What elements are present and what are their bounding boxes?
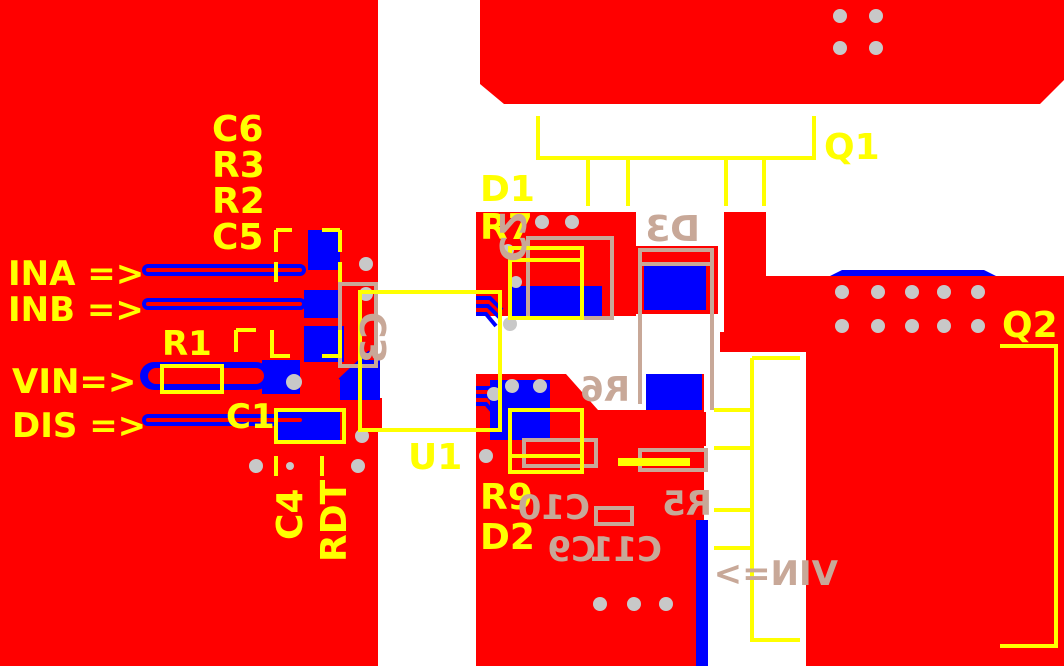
- label-rdt: RDT: [314, 479, 355, 562]
- c9-bottom-outline: [522, 438, 598, 468]
- via: [286, 462, 294, 470]
- label-c11: C11: [590, 530, 662, 570]
- via: [659, 597, 673, 611]
- d1-outline: [508, 246, 584, 320]
- label-d2: D2: [480, 517, 535, 558]
- via: [937, 319, 951, 333]
- via: [869, 9, 883, 23]
- vin-trace-core: [148, 368, 264, 384]
- label-c2: C2: [491, 211, 532, 262]
- via: [971, 319, 985, 333]
- via: [565, 215, 579, 229]
- label-c3: C3: [354, 312, 395, 363]
- via: [479, 449, 493, 463]
- label-c1: C1: [226, 397, 275, 437]
- r1-outline: [234, 328, 256, 352]
- label-r7: R7: [480, 207, 533, 248]
- r3-outline: [274, 262, 342, 282]
- via: [905, 285, 919, 299]
- label-vin-bottom: VIN=>: [714, 554, 838, 594]
- u1-center-pad: [352, 398, 382, 428]
- net-label-dis: DIS =>: [12, 406, 146, 446]
- via: [905, 319, 919, 333]
- via: [971, 285, 985, 299]
- top-silkscreen-outlines: [160, 116, 1058, 648]
- label-c5: C5: [212, 217, 263, 258]
- via: [359, 257, 373, 271]
- label-c9: C9: [547, 530, 596, 570]
- via: [627, 597, 641, 611]
- c5-bottom-pad: [308, 230, 340, 270]
- label-u1: U1: [408, 437, 462, 478]
- vin-resistor-outline: [160, 364, 224, 394]
- r2-bottom-pad: [304, 290, 340, 318]
- via: [510, 276, 522, 288]
- vias: [249, 9, 985, 611]
- net-label-inb: INB =>: [8, 290, 144, 330]
- d2-outline: [508, 408, 584, 474]
- via: [533, 379, 547, 393]
- c10-bottom-outline: [594, 506, 634, 526]
- c5-outline: [270, 330, 342, 358]
- label-q1: Q1: [824, 127, 880, 168]
- via: [487, 387, 501, 401]
- via: [351, 459, 365, 473]
- label-r2: R2: [212, 181, 265, 222]
- c6-outline: [274, 228, 342, 252]
- q1-drain-pour: [480, 0, 1064, 104]
- via: [835, 285, 849, 299]
- q2-pour: [806, 350, 1064, 666]
- via: [249, 459, 263, 473]
- c4-outline: [274, 456, 324, 476]
- via: [535, 215, 549, 229]
- label-c6: C6: [212, 109, 263, 150]
- label-d1: D1: [480, 169, 535, 210]
- via: [286, 374, 302, 390]
- via: [871, 285, 885, 299]
- top-silkscreen-text: C6 R3 R2 C5 R1 C1 C4 RDT D1 R7 U1 R9 D2 …: [8, 109, 1058, 562]
- label-c4: C4: [270, 489, 311, 540]
- lower-middle-pour: [476, 374, 704, 666]
- bottom-silkscreen-text: D3 C2 C3 R6 R5 C10 C11 C9 VIN=>: [354, 209, 838, 594]
- bottom-silkscreen-outlines: [338, 236, 714, 526]
- q2-bottom-edge: [830, 270, 996, 276]
- q2-leads: [750, 358, 800, 642]
- d3-bottom-pad: [644, 262, 706, 310]
- via: [937, 285, 951, 299]
- via: [355, 429, 369, 443]
- r5-pad: [600, 412, 648, 446]
- via: [833, 41, 847, 55]
- d1-bottom-pad: [510, 286, 602, 316]
- label-r1: R1: [162, 324, 212, 364]
- label-r3: R3: [212, 145, 265, 186]
- via: [833, 9, 847, 23]
- label-r9: R9: [480, 477, 533, 518]
- net-label-vin: VIN=>: [12, 362, 136, 402]
- label-d3: D3: [645, 209, 700, 250]
- via: [593, 597, 607, 611]
- via: [505, 379, 519, 393]
- via: [503, 317, 517, 331]
- label-r5: R5: [662, 484, 712, 524]
- via: [835, 319, 849, 333]
- via: [871, 319, 885, 333]
- r5-pad-2: [652, 412, 706, 446]
- c1-outline: [274, 408, 346, 444]
- vin-bottom-strip: [696, 520, 708, 666]
- via: [869, 41, 883, 55]
- r6-bottom-pad: [646, 374, 702, 410]
- net-label-ina: INA =>: [8, 254, 144, 294]
- q2-outline: [1000, 344, 1058, 648]
- label-c10: C10: [518, 488, 590, 528]
- q1-outline: [536, 116, 816, 160]
- label-r6: R6: [580, 370, 630, 410]
- u1-outline: [358, 290, 502, 432]
- label-q2: Q2: [1002, 305, 1058, 346]
